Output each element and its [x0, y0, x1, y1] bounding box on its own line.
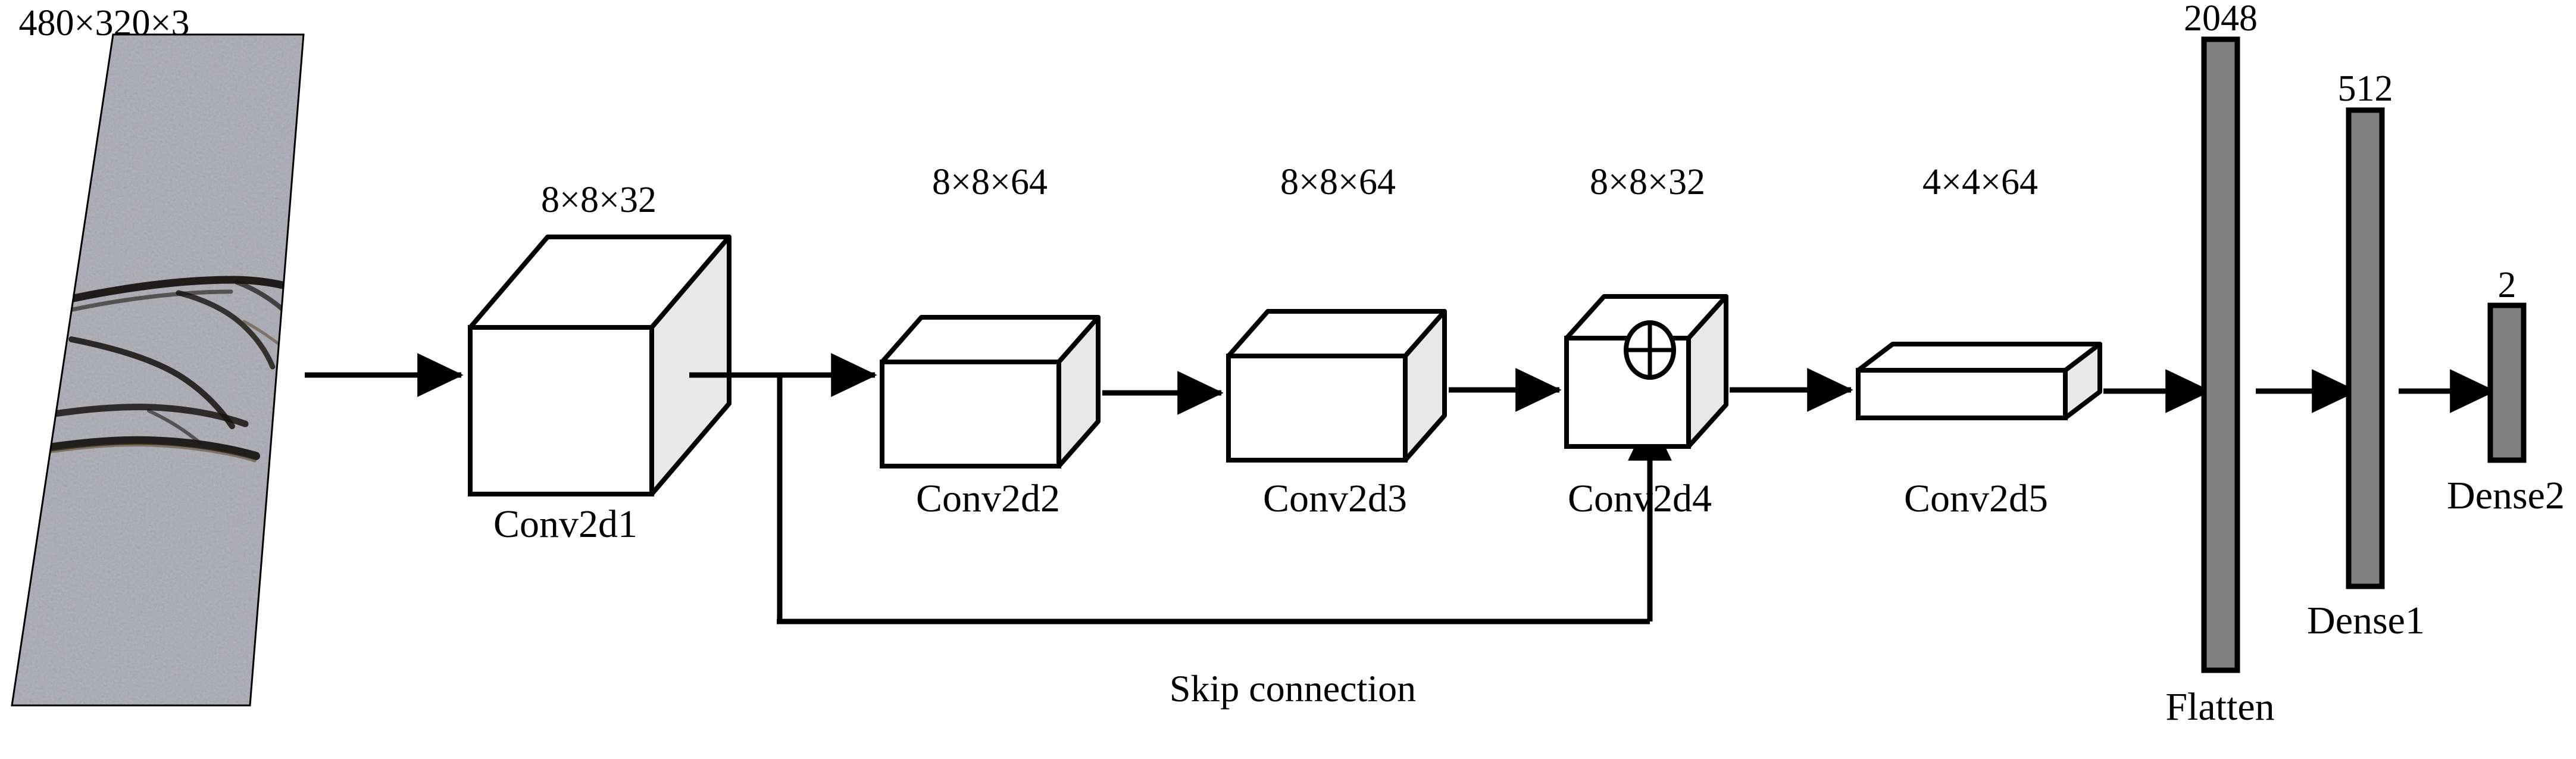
dense2-bar [2487, 302, 2527, 463]
conv2d1-dimension-label: 8×8×32 [541, 180, 656, 220]
skip-connection-label: Skip connection [1169, 667, 1417, 710]
conv2d5-dimension-label: 4×4×64 [1922, 162, 2038, 202]
conv2d3-dimension-label: 8×8×64 [1280, 162, 1396, 202]
dense2-name-label: Dense2 [2447, 474, 2565, 517]
conv2d5-name-label: Conv2d5 [1903, 477, 2049, 520]
flatten-units-label: 2048 [2184, 0, 2258, 39]
conv2d3-name-label: Conv2d3 [1262, 477, 1408, 520]
flatten-bar [2201, 36, 2240, 673]
dense1-bar [2346, 107, 2385, 589]
conv2d1-cube [468, 235, 731, 496]
conv2d1-name-label: Conv2d1 [493, 502, 638, 546]
conv2d2-box [880, 315, 1101, 468]
conv2d4-dimension-label: 8×8×32 [1590, 162, 1705, 202]
dense1-units-label: 512 [2337, 68, 2393, 109]
conv2d5-slab [1856, 342, 2102, 420]
conv2d2-dimension-label: 8×8×64 [932, 162, 1048, 202]
conv2d3-box [1226, 309, 1447, 463]
input-dimension-label: 480×320×3 [18, 3, 190, 43]
dense1-name-label: Dense1 [2307, 599, 2425, 642]
input-image-plane [11, 33, 305, 707]
dense2-units-label: 2 [2497, 265, 2516, 305]
conv2d4-name-label: Conv2d4 [1567, 477, 1712, 520]
skip-connection-path [777, 375, 1672, 624]
conv2d2-name-label: Conv2d2 [915, 477, 1061, 520]
flatten-name-label: Flatten [2165, 685, 2275, 729]
